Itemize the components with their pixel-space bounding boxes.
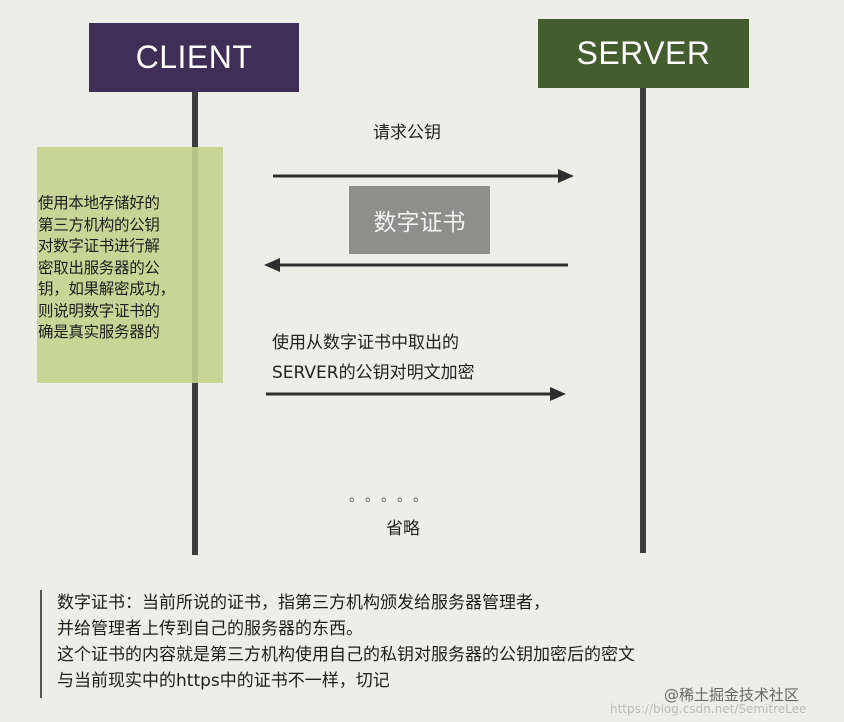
client-note-box [37,147,223,383]
client-note-line: 第三方机构的公钥 [38,215,160,234]
client-note-line: 密取出服务器的公 [38,258,160,277]
footnote-line: 并给管理者上传到自己的服务器的东西。 [57,619,363,639]
encrypt-message-line1: 使用从数字证书中取出的 [272,333,459,353]
server-lifeline [640,88,646,553]
client-note-line: 钥，如果解密成功， [38,280,175,298]
client-note-text: 使用本地存储好的 第三方机构的公钥 对数字证书进行解 密取出服务器的公 钥，如果… [38,193,206,344]
arrow-certificate-response [264,258,568,272]
footnote-bar [40,590,42,698]
client-label: CLIENT [135,39,253,75]
client-header: CLIENT [89,23,299,92]
watermark: @稀土掘金技术社区 [664,686,800,704]
arrow-request-public-key [273,169,574,183]
certificate-label: 数字证书 [373,210,466,236]
client-note-line: 对数字证书进行解 [38,237,160,255]
encrypt-message-label: 使用从数字证书中取出的 SERVER的公钥对明文加密 [272,328,475,388]
encrypt-message-line2: SERVER的公钥对明文加密 [272,363,475,383]
ellipsis-dots: 。。。。。 [349,489,436,505]
omitted-label: 省略 [386,519,420,539]
client-note-line: 使用本地存储好的 [38,194,160,212]
server-label: SERVER [576,35,711,71]
server-header: SERVER [538,19,749,88]
footnote: 数字证书：当前所说的证书，指第三方机构颁发给服务器管理者， 并给管理者上传到自己… [57,590,837,694]
certificate-box: 数字证书 [349,186,490,254]
watermark-url: https://blog.csdn.net/SemitreLee [610,702,807,716]
footnote-line: 这个证书的内容就是第三方机构使用自己的私钥对服务器的公钥加密后的密文 [57,645,635,665]
request-public-key-label: 请求公钥 [373,123,441,143]
footnote-line: 数字证书：当前所说的证书，指第三方机构颁发给服务器管理者， [57,593,550,613]
arrow-encrypted-message [266,387,566,401]
footnote-line: 与当前现实中的https中的证书不一样，切记 [57,671,390,691]
client-note-line: 则说明数字证书的 [38,301,160,320]
client-note-line: 确是真实服务器的 [38,323,160,341]
